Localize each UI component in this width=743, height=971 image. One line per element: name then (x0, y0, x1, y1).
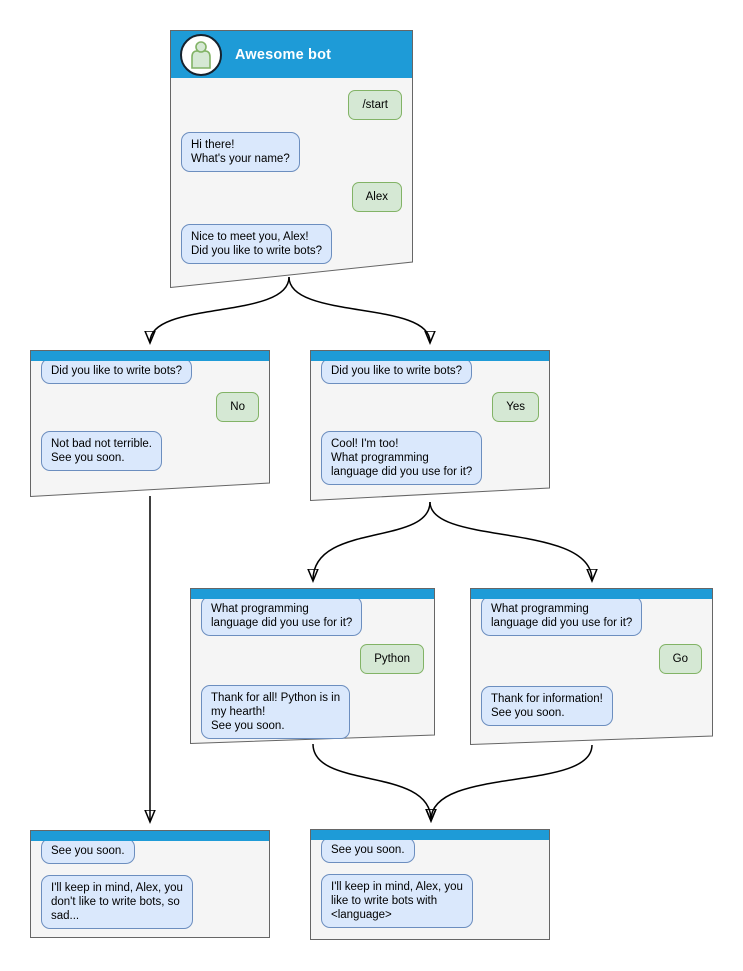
message-list: Did you like to write bots? No Not bad n… (31, 351, 269, 496)
user-message-bubble: Alex (351, 182, 402, 212)
bot-message-bubble: Did you like to write bots? (41, 358, 193, 384)
bot-message-bubble: Thank for all! Python is in my hearth! S… (201, 685, 351, 739)
user-message-bubble: /start (348, 90, 402, 120)
chat-window-branch-yes: Did you like to write bots? Yes Cool! I'… (310, 350, 550, 501)
chat-window-titlebar (311, 351, 549, 361)
chat-window-python: What programming language did you use fo… (190, 588, 435, 744)
user-message-bubble: Go (658, 644, 702, 674)
chat-window-titlebar (31, 831, 269, 841)
edge-yes-to-go (429, 501, 592, 580)
bot-message-bubble: Thank for information! See you soon. (481, 686, 613, 726)
user-message-bubble: Yes (492, 392, 539, 422)
bot-message-bubble: See you soon. (321, 837, 415, 863)
user-message-bubble: Python (360, 644, 424, 674)
person-icon (191, 40, 211, 69)
chat-window-branch-no: Did you like to write bots? No Not bad n… (30, 350, 270, 497)
bot-message-bubble: What programming language did you use fo… (481, 596, 643, 636)
bot-avatar (180, 33, 222, 76)
bot-message-bubble: I'll keep in mind, Alex, you like to wri… (321, 874, 473, 928)
chat-window-titlebar (311, 830, 549, 840)
edge-start-to-no-branch (150, 276, 290, 342)
chat-window-go: What programming language did you use fo… (470, 588, 713, 745)
message-list: What programming language did you use fo… (471, 589, 712, 744)
message-list: See you soon. I'll keep in mind, Alex, y… (31, 831, 269, 937)
message-list: /start Hi there! What's your name? Alex … (171, 31, 412, 287)
bot-message-bubble: I'll keep in mind, Alex, you don't like … (41, 875, 193, 929)
chat-window-end-no: See you soon. I'll keep in mind, Alex, y… (30, 830, 270, 938)
chat-window-start: Awesome bot /start Hi there! What's your… (170, 30, 413, 288)
user-message-bubble: No (216, 392, 259, 422)
chat-window-titlebar (191, 589, 434, 599)
message-list: See you soon. I'll keep in mind, Alex, y… (311, 830, 549, 939)
edge-start-to-yes-branch (288, 276, 430, 342)
edge-yes-to-python (313, 501, 431, 580)
bot-message-bubble: What programming language did you use fo… (201, 596, 363, 636)
chat-window-titlebar: Awesome bot (171, 31, 412, 78)
edge-python-to-end (312, 743, 431, 820)
chat-window-end-language: See you soon. I'll keep in mind, Alex, y… (310, 829, 550, 940)
chat-window-titlebar (471, 589, 712, 599)
edge-go-to-end (431, 744, 593, 820)
message-list: Did you like to write bots? Yes Cool! I'… (311, 351, 549, 500)
bot-message-bubble: Nice to meet you, Alex! Did you like to … (181, 224, 333, 264)
bot-message-bubble: Not bad not terrible. See you soon. (41, 431, 163, 471)
bot-message-bubble: Did you like to write bots? (321, 358, 473, 384)
bot-message-bubble: See you soon. (41, 838, 135, 864)
chat-window-titlebar (31, 351, 269, 361)
bot-message-bubble: Cool! I'm too! What programming language… (321, 431, 483, 485)
bot-message-bubble: Hi there! What's your name? (181, 132, 300, 172)
chat-window-title: Awesome bot (235, 46, 332, 63)
message-list: What programming language did you use fo… (191, 589, 434, 743)
